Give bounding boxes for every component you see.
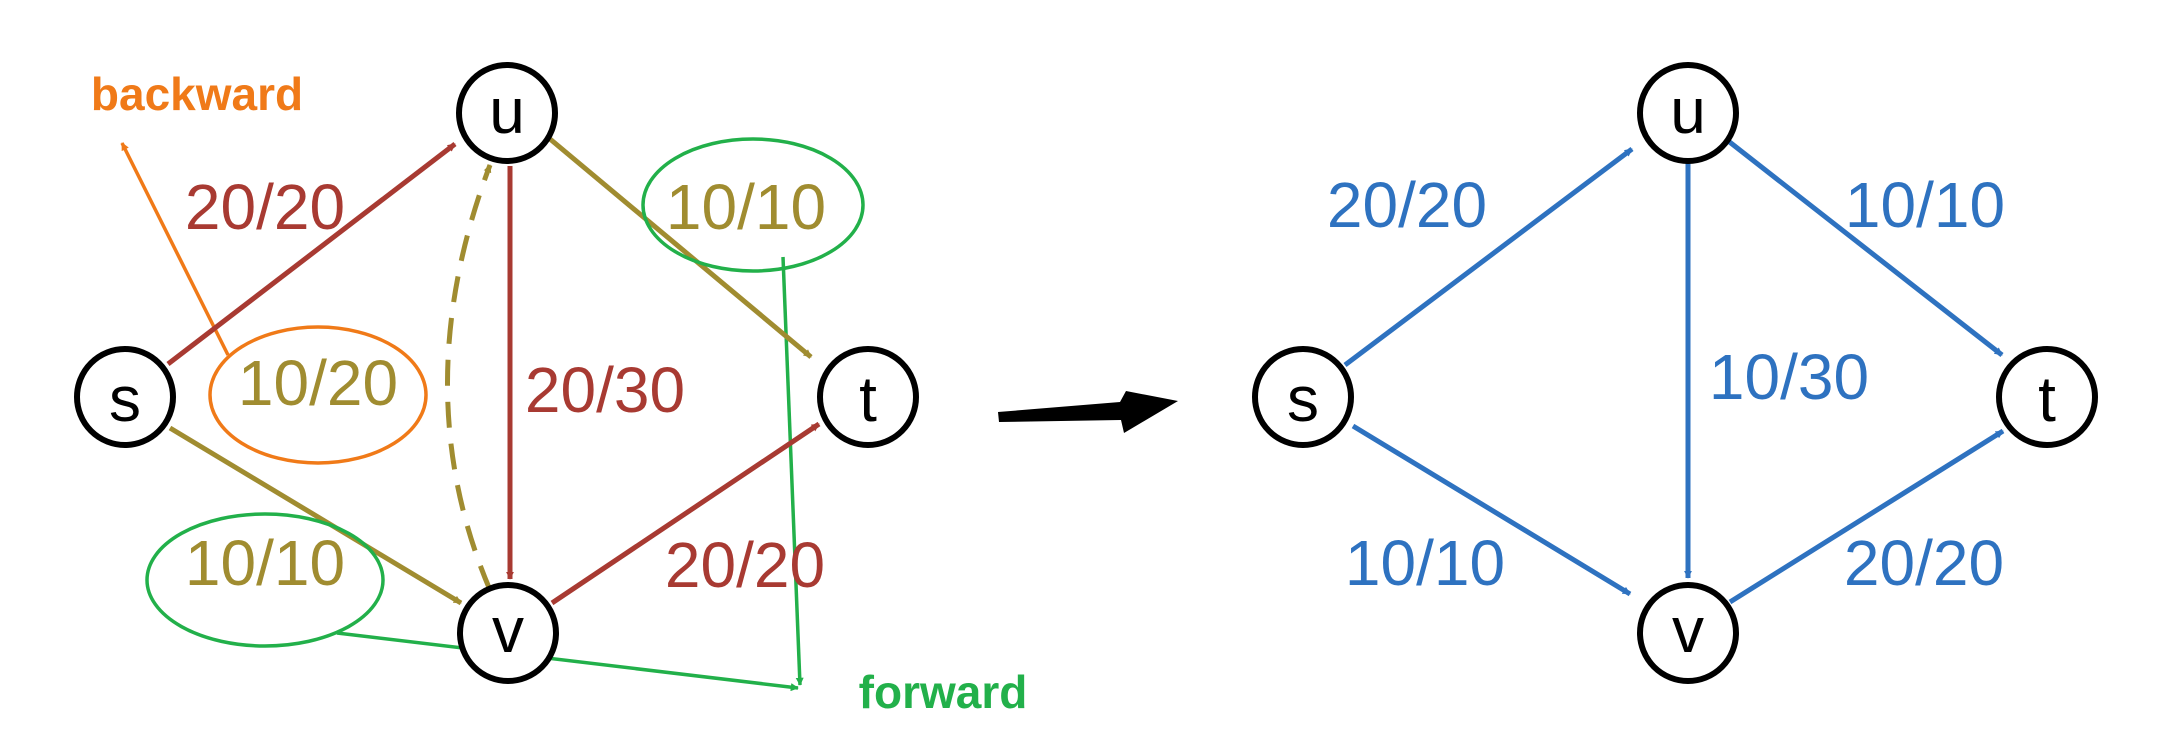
result-edge-label-s-u: 20/20 xyxy=(1327,169,1487,241)
forward-pointer-arrow-from-top xyxy=(781,256,804,686)
result-edge-v-t xyxy=(1728,428,2005,605)
result-node-label-t: t xyxy=(2038,363,2056,435)
result-edge-label-u-v: 10/30 xyxy=(1709,341,1869,413)
result-node-v: v xyxy=(1637,582,1739,684)
backward-label: backward xyxy=(91,68,303,120)
edge-label-v-t: 20/20 xyxy=(665,529,825,601)
node-v: v xyxy=(457,582,559,684)
edge-label-s-u: 20/20 xyxy=(185,171,345,243)
result-node-t: t xyxy=(1996,346,2098,448)
result-edge-u-t xyxy=(1725,138,2004,357)
result-node-s: s xyxy=(1252,346,1354,448)
result-edge-s-u xyxy=(1343,147,1634,367)
node-label-u: u xyxy=(489,75,525,147)
edge-label-u-t: 10/10 xyxy=(666,171,826,243)
forward-highlight-ellipse-top xyxy=(641,137,865,273)
node-s: s xyxy=(74,346,176,448)
edge-v-u-residual xyxy=(445,164,493,591)
edge-s-v xyxy=(168,425,463,606)
node-t: t xyxy=(817,346,919,448)
forward-label: forward xyxy=(859,666,1028,718)
edge-s-u xyxy=(166,142,457,366)
node-label-t: t xyxy=(859,363,877,435)
edge-label-v-u-residual: 10/20 xyxy=(238,347,398,419)
backward-highlight-ellipse xyxy=(208,325,428,465)
left-graph: 20/20 20/30 20/20 10/10 10/10 10/20 back… xyxy=(74,62,1028,718)
right-graph: 20/20 10/10 10/30 10/10 20/20 s u t v xyxy=(1252,62,2098,684)
result-node-label-v: v xyxy=(1672,594,1704,666)
edge-label-u-v: 20/30 xyxy=(525,354,685,426)
right-arrow-icon xyxy=(998,391,1178,433)
result-edge-label-u-t: 10/10 xyxy=(1845,169,2005,241)
result-edge-label-v-t: 20/20 xyxy=(1844,527,2004,599)
edge-label-s-v: 10/10 xyxy=(185,527,345,599)
backward-pointer-arrow xyxy=(120,142,230,356)
edge-u-t xyxy=(548,137,813,359)
node-label-v: v xyxy=(492,594,524,666)
result-node-label-s: s xyxy=(1287,363,1319,435)
edge-v-t xyxy=(550,421,821,606)
node-u: u xyxy=(456,62,558,164)
forward-pointer-arrow-from-left xyxy=(336,631,799,692)
result-node-u: u xyxy=(1637,62,1739,164)
forward-highlight-ellipse-left xyxy=(145,512,385,648)
result-node-label-u: u xyxy=(1670,75,1706,147)
result-edge-label-s-v: 10/10 xyxy=(1345,527,1505,599)
result-edge-s-v xyxy=(1351,423,1632,597)
node-label-s: s xyxy=(109,363,141,435)
